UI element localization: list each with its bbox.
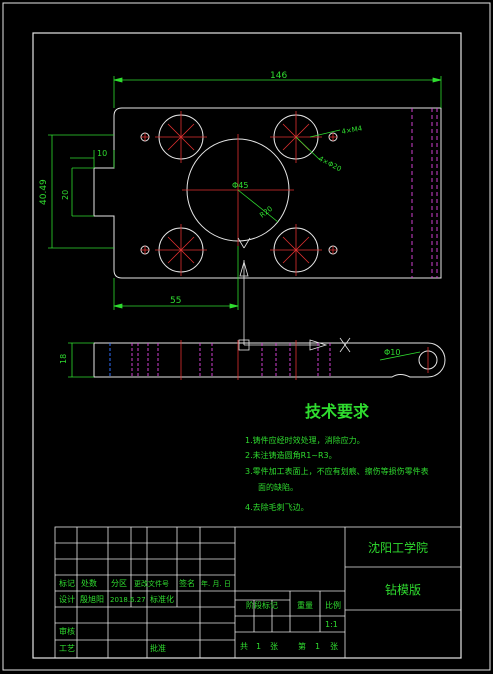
dimension-lines	[48, 76, 442, 310]
r-design-date: 2018.6.27	[110, 596, 146, 604]
h-date: 年. 月. 日	[201, 579, 231, 588]
weight: 重量	[297, 600, 313, 610]
dim-big-circle: Φ45	[232, 181, 248, 190]
side-dims	[68, 342, 421, 378]
title-block-text: 沈阳工学院 钻模版 标记 处数 分区 更改文件号 签名 年. 月. 日 设计 殷…	[59, 540, 428, 653]
side-dim-text: 18 Φ10	[59, 348, 400, 364]
r-design: 设计	[59, 594, 75, 604]
h-count: 处数	[81, 578, 97, 588]
sheets-label: 张	[270, 642, 278, 651]
dim-hole-note2: 4×Φ20	[317, 155, 343, 174]
scale: 比例	[325, 600, 341, 610]
page-n: 1	[315, 642, 320, 651]
tech-item-4: 4.去除毛刺飞边。	[245, 502, 309, 512]
tech-list: 1.铸件应经时效处理，消除应力。 2.未注铸造圆角R1~R3。 3.零件加工表面…	[245, 435, 429, 512]
dim-height: 40.49	[39, 179, 49, 205]
r-std: 标准化	[150, 594, 174, 604]
dim-end-hole: Φ10	[384, 348, 400, 357]
tech-item-3b: 面的缺陷。	[258, 482, 298, 492]
sheet2-label: 张	[330, 642, 338, 651]
part-name: 钻模版	[385, 582, 421, 597]
sheet-inner-border	[32, 32, 462, 659]
dim-offset: 55	[170, 296, 181, 306]
page-label: 第	[298, 641, 306, 651]
tech-item-2: 2.未注铸造圆角R1~R3。	[245, 450, 337, 460]
h-mark: 标记	[59, 578, 75, 588]
h-doc: 更改文件号	[134, 579, 169, 588]
top-view	[93, 107, 442, 279]
r-designer: 殷旭阳	[80, 594, 104, 604]
h-zone: 分区	[111, 579, 127, 588]
r-check: 审核	[59, 626, 75, 636]
r-approve: 批准	[150, 643, 166, 653]
tech-item-3: 3.零件加工表面上，不应有划痕、擦伤等损伤零件表	[245, 466, 429, 476]
r-process: 工艺	[59, 644, 75, 653]
section-marker	[237, 237, 351, 353]
title-block	[54, 526, 462, 659]
total-label: 共	[240, 642, 248, 651]
dim-overall-width: 146	[270, 71, 287, 81]
total-n: 1	[256, 642, 261, 651]
scale-value: 1:1	[325, 620, 338, 629]
plate-outline	[93, 107, 442, 279]
h-sign: 签名	[179, 578, 195, 588]
top-dim-text: 146 40.49 10 20 55 Φ45 R20 4×M4 4×Φ20	[39, 71, 363, 306]
dim-hole-note1: 4×M4	[341, 124, 363, 136]
tech-title: 技术要求	[305, 402, 370, 421]
stage-mark: 阶段标记	[246, 600, 278, 610]
dim-thickness: 18	[59, 354, 68, 364]
school-name: 沈阳工学院	[368, 540, 428, 555]
dim-slot-h: 20	[61, 190, 70, 200]
tech-item-1: 1.铸件应经时效处理，消除应力。	[245, 435, 365, 445]
center-marks	[141, 111, 337, 276]
dim-slot-w: 10	[97, 149, 107, 158]
side-view	[93, 340, 446, 380]
